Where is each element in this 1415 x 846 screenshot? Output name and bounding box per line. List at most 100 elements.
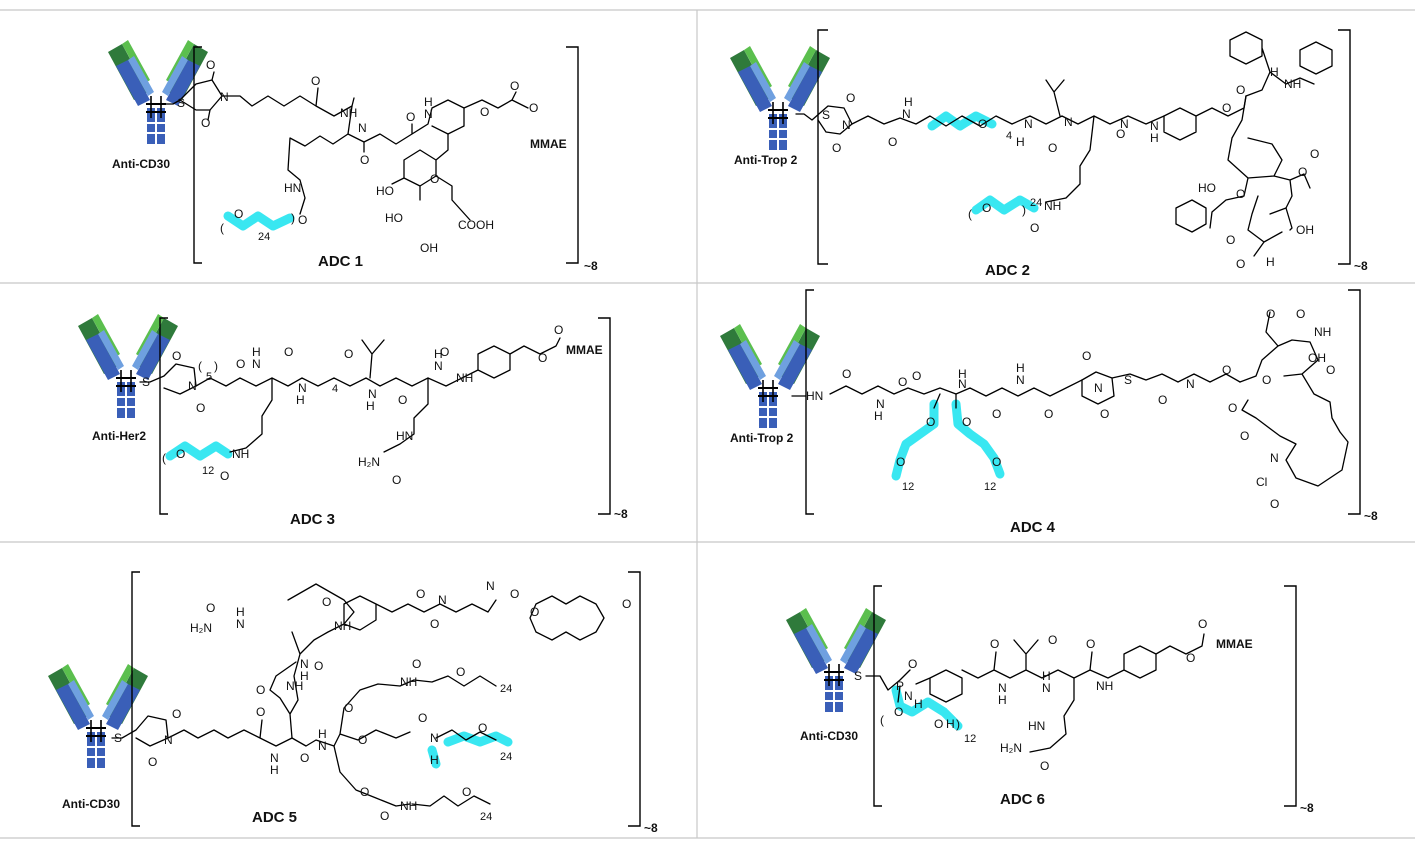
- svg-text:O: O: [992, 407, 1001, 421]
- svg-text:O: O: [1048, 633, 1057, 647]
- svg-text:O: O: [360, 153, 369, 167]
- svg-text:N: N: [1064, 115, 1073, 129]
- svg-text:N: N: [1094, 381, 1103, 395]
- svg-text:HN: HN: [284, 181, 301, 195]
- dar-label: ~8: [1300, 801, 1314, 815]
- structure-skeleton: [865, 633, 1205, 753]
- svg-text:N: N: [438, 593, 447, 607]
- svg-text:H₂N: H₂N: [1000, 741, 1022, 755]
- svg-text:O: O: [934, 717, 943, 731]
- antibody-icon: [77, 313, 179, 419]
- svg-text:O: O: [1326, 363, 1335, 377]
- svg-text:O: O: [510, 587, 519, 601]
- antibody-label: Anti-Trop 2: [734, 153, 798, 167]
- svg-text:O: O: [234, 207, 243, 221]
- adc-title: ADC 1: [318, 253, 363, 270]
- svg-text:HO: HO: [385, 211, 403, 225]
- svg-text:O: O: [529, 101, 538, 115]
- payload-label: MMAE: [530, 137, 567, 151]
- svg-text:Cl: Cl: [1256, 475, 1267, 489]
- svg-text:NH: NH: [1284, 77, 1301, 91]
- svg-text:O: O: [894, 705, 903, 719]
- linker-subscript: 4: [1006, 130, 1012, 142]
- panel-adc-3: Anti-Her2 ~8 ADC 3 O N O S ( 5 ) O H N O…: [77, 313, 628, 528]
- antibody-label: Anti-CD30: [62, 797, 120, 811]
- svg-text:O: O: [344, 347, 353, 361]
- svg-text:NH: NH: [334, 619, 351, 633]
- svg-text:O: O: [392, 473, 401, 487]
- svg-text:(: (: [220, 221, 224, 235]
- peg-subscript-c: 24: [480, 811, 492, 823]
- svg-text:O: O: [236, 357, 245, 371]
- svg-text:S: S: [114, 731, 122, 745]
- svg-text:N: N: [1150, 119, 1159, 133]
- svg-text:N: N: [164, 733, 173, 747]
- svg-text:H: H: [434, 347, 443, 361]
- svg-text:H: H: [874, 409, 883, 423]
- svg-text:(: (: [198, 359, 202, 373]
- svg-text:O: O: [1222, 101, 1231, 115]
- svg-text:H₂N: H₂N: [358, 455, 380, 469]
- svg-text:O: O: [888, 135, 897, 149]
- panel-adc-4: Anti-Trop 2 ~8 ADC 4 HN O N H O O N H O …: [719, 289, 1378, 536]
- svg-text:O: O: [1240, 429, 1249, 443]
- svg-text:S: S: [177, 96, 185, 110]
- svg-text:HN: HN: [1028, 719, 1045, 733]
- dar-label: ~8: [1354, 259, 1368, 273]
- svg-text:N: N: [876, 397, 885, 411]
- panel-adc-6: Anti-CD30 ~8 ADC 6 S P O N H O ( O H ) 1…: [785, 585, 1314, 815]
- svg-text:O: O: [311, 74, 320, 88]
- svg-text:O: O: [412, 657, 421, 671]
- svg-text:N: N: [842, 118, 851, 132]
- svg-text:O: O: [1296, 307, 1305, 321]
- svg-text:O: O: [398, 393, 407, 407]
- svg-text:N: N: [486, 579, 495, 593]
- svg-text:O: O: [176, 447, 185, 461]
- left-bracket: [805, 289, 814, 515]
- panel-adc-5: Anti-CD30 ~8 ADC 5 S O N O O N H O N H N…: [47, 571, 658, 835]
- panel-adc-1: Anti-CD30 ~8 ADC 1 O N O S O NH N O O H …: [107, 39, 598, 273]
- svg-text:O: O: [846, 91, 855, 105]
- svg-text:NH: NH: [1044, 199, 1061, 213]
- svg-text:NH: NH: [1096, 679, 1113, 693]
- svg-text:O: O: [1186, 651, 1195, 665]
- svg-text:H: H: [914, 697, 923, 711]
- svg-text:N: N: [220, 90, 229, 104]
- svg-text:O: O: [990, 637, 999, 651]
- svg-text:O: O: [220, 469, 229, 483]
- svg-text:H: H: [252, 345, 261, 359]
- right-bracket: [566, 46, 579, 264]
- svg-text:N: N: [904, 689, 913, 703]
- svg-text:O: O: [430, 617, 439, 631]
- svg-text:N: N: [368, 387, 377, 401]
- svg-text:H: H: [270, 763, 279, 777]
- svg-text:NH: NH: [232, 447, 249, 461]
- svg-text:O: O: [1116, 127, 1125, 141]
- svg-text:O: O: [256, 683, 265, 697]
- svg-text:O: O: [896, 455, 905, 469]
- svg-text:O: O: [172, 349, 181, 363]
- svg-text:O: O: [201, 116, 210, 130]
- antibody-icon: [719, 323, 821, 429]
- svg-text:O: O: [478, 721, 487, 735]
- svg-text:N: N: [998, 681, 1007, 695]
- linker-subscript-a: 5: [206, 371, 212, 383]
- svg-text:H₂N: H₂N: [190, 621, 212, 635]
- antibody-icon: [47, 663, 149, 769]
- dar-label: ~8: [1364, 509, 1378, 523]
- svg-text:O: O: [842, 367, 851, 381]
- adc-title: ADC 6: [1000, 791, 1045, 808]
- antibody-label: Anti-Trop 2: [730, 431, 794, 445]
- structure-skeleton: [791, 311, 1349, 487]
- svg-text:O: O: [418, 711, 427, 725]
- svg-text:HO: HO: [1198, 181, 1216, 195]
- svg-text:S: S: [822, 108, 830, 122]
- svg-text:H: H: [424, 95, 433, 109]
- dar-label: ~8: [584, 259, 598, 273]
- svg-text:O: O: [416, 587, 425, 601]
- svg-text:H: H: [366, 399, 375, 413]
- right-bracket: [1348, 289, 1361, 515]
- svg-text:O: O: [480, 105, 489, 119]
- svg-text:N: N: [1024, 117, 1033, 131]
- svg-text:O: O: [456, 665, 465, 679]
